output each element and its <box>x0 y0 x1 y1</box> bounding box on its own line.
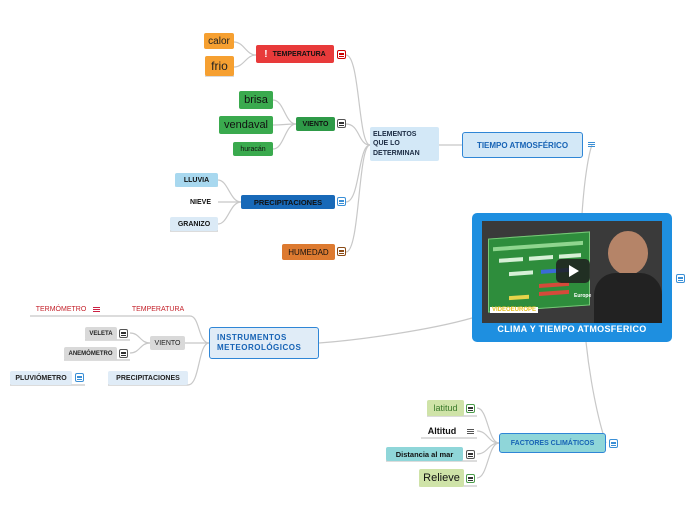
lluvia-node[interactable]: LLUVIA <box>175 173 218 187</box>
viento-notes-icon[interactable] <box>337 119 346 128</box>
elementos-label: ELEMENTOS QUE LO DETERMINAN <box>373 130 420 157</box>
central-notes-icon[interactable] <box>676 274 685 283</box>
central-title: CLIMA Y TIEMPO ATMOSFERICO <box>497 324 647 334</box>
veleta-notes-icon[interactable] <box>119 329 128 338</box>
instr-precipitaciones-node[interactable]: PRECIPITACIONES <box>108 371 188 385</box>
latitud-node[interactable]: latitud <box>427 400 464 416</box>
anemometro-node[interactable]: ANEMÓMETRO <box>64 347 117 360</box>
humedad-node[interactable]: HUMEDAD <box>282 244 335 260</box>
altitud-notes-icon[interactable] <box>466 427 475 436</box>
relieve-node[interactable]: Relieve <box>419 469 464 487</box>
termometro-notes-icon[interactable] <box>92 305 101 314</box>
tiempo-notes-icon[interactable] <box>587 140 596 149</box>
relieve-notes-icon[interactable] <box>466 474 475 483</box>
distancia-al-mar-node[interactable]: Distancia al mar <box>386 447 463 461</box>
altitud-node[interactable]: Altitud <box>427 426 457 436</box>
factores-notes-icon[interactable] <box>609 439 618 448</box>
warning-icon: ! <box>264 48 268 60</box>
anemometro-notes-icon[interactable] <box>119 349 128 358</box>
granizo-node[interactable]: GRANIZO <box>170 217 218 231</box>
pluviometro-node[interactable]: PLUVIÓMETRO <box>10 371 72 385</box>
instr-viento-node[interactable]: VIENTO <box>150 336 185 350</box>
veleta-node[interactable]: VELETA <box>85 327 117 340</box>
central-topic[interactable]: VIDEOEUROPE Europe CLIMA Y TIEMPO ATMOSF… <box>472 213 672 342</box>
precipitaciones-notes-icon[interactable] <box>337 197 346 206</box>
viento-node[interactable]: VIENTO <box>296 117 335 131</box>
termometro-node[interactable]: TERMÓMETRO <box>35 306 87 313</box>
instrumentos-label: INSTRUMENTOS METEOROLÓGICOS <box>217 333 302 352</box>
instrumentos-node[interactable]: INSTRUMENTOS METEOROLÓGICOS <box>209 327 319 359</box>
temperatura-node[interactable]: ! TEMPERATURA <box>256 45 334 63</box>
huracan-node[interactable]: huracán <box>233 142 273 156</box>
video-brand-logo: VIDEOEUROPE <box>490 307 539 313</box>
humedad-notes-icon[interactable] <box>337 247 346 256</box>
video-thumbnail[interactable]: VIDEOEUROPE Europe <box>482 221 662 323</box>
tiempo-atmosferico-node[interactable]: TIEMPO ATMOSFÉRICO <box>462 132 583 158</box>
instr-temperatura-node[interactable]: TEMPERATURA <box>131 306 185 313</box>
play-icon <box>569 265 579 277</box>
frio-node[interactable]: frio <box>205 56 234 76</box>
pluviometro-notes-icon[interactable] <box>75 373 84 382</box>
temperatura-notes-icon[interactable] <box>337 50 346 59</box>
brisa-node[interactable]: brisa <box>239 91 273 109</box>
vendaval-node[interactable]: vendaval <box>219 116 273 134</box>
calor-node[interactable]: calor <box>204 33 234 49</box>
distancia-notes-icon[interactable] <box>466 450 475 459</box>
elementos-node[interactable]: ELEMENTOS QUE LO DETERMINAN <box>370 127 439 161</box>
presenter-figure <box>608 231 648 275</box>
play-button[interactable] <box>556 259 590 283</box>
latitud-notes-icon[interactable] <box>466 404 475 413</box>
temperatura-label: TEMPERATURA <box>272 50 326 58</box>
nieve-node[interactable]: NIEVE <box>189 198 211 206</box>
factores-climaticos-node[interactable]: FACTORES CLIMÁTICOS <box>499 433 606 453</box>
video-europe-logo: Europe <box>574 293 592 299</box>
precipitaciones-node[interactable]: PRECIPITACIONES <box>241 195 335 209</box>
